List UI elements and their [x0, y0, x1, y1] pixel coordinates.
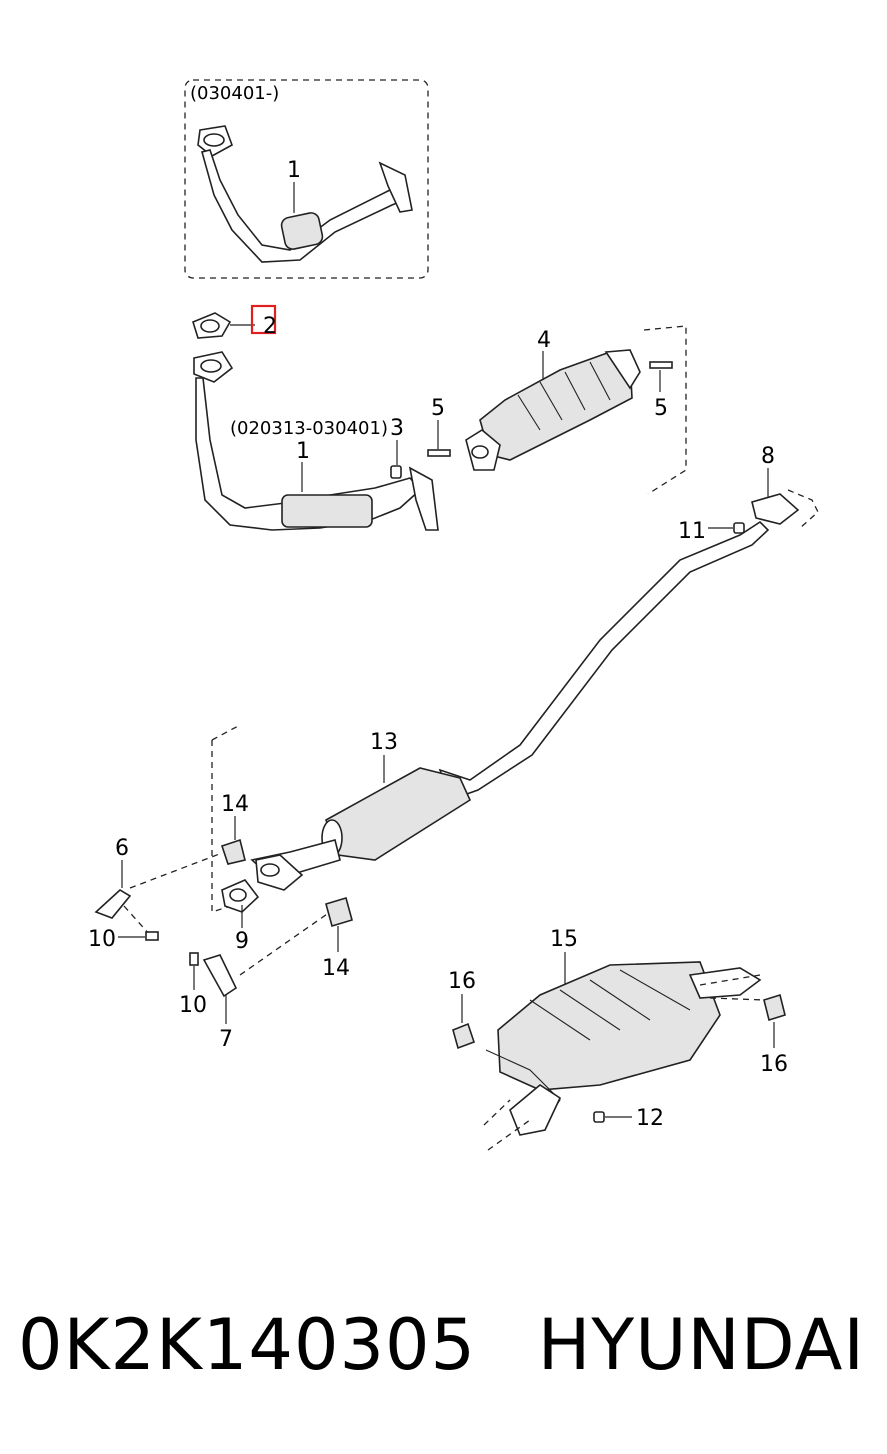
stud-bolt [427, 449, 451, 457]
nut [390, 465, 402, 479]
hangers-and-brackets [94, 816, 353, 1024]
callout-6: 6 [115, 836, 129, 861]
bolt-rear [189, 952, 199, 966]
callout-1-middle: 1 [296, 439, 310, 464]
callout-7: 7 [219, 1027, 233, 1052]
center-muffler [325, 767, 472, 861]
middle-front-pipe [195, 377, 422, 531]
variant-label-top: (030401-) [190, 83, 279, 104]
rubber-hanger-upper [220, 838, 246, 865]
bracket-front [94, 889, 132, 919]
rubber-hanger-rear-right [763, 993, 786, 1022]
callout-5-left: 5 [431, 396, 445, 421]
bolt-rear-muffler [593, 1111, 605, 1123]
callout-10-rear: 10 [179, 993, 207, 1018]
callout-1-top: 1 [287, 158, 301, 183]
callout-14-lower: 14 [322, 956, 350, 981]
callout-labels: 1 2 1 3 4 5 5 8 11 13 14 6 10 9 14 10 7 … [88, 158, 788, 1131]
callout-15: 15 [550, 927, 578, 952]
callout-2: 2 [263, 314, 277, 339]
callout-13: 13 [370, 730, 398, 755]
rear-muffler [497, 961, 721, 1091]
front-pipe-variant-box-top: (030401-) [184, 79, 429, 279]
stud-bolt-right [649, 361, 673, 369]
callout-14-upper: 14 [221, 792, 249, 817]
bolt-front [145, 931, 159, 941]
callout-10-front: 10 [88, 927, 116, 952]
rubber-hanger-rear-left [452, 1022, 476, 1050]
brand-name: HYUNDAI [537, 1304, 865, 1386]
flange-gasket [751, 493, 800, 525]
catalytic-converter [465, 325, 687, 495]
rubber-hanger-lower [325, 896, 353, 928]
footer: 0K2K140305 HYUNDAI [0, 1300, 887, 1400]
callout-5-right: 5 [654, 396, 668, 421]
callout-8: 8 [761, 444, 775, 469]
rear-muffler-assembly [452, 952, 786, 1151]
bolt [733, 522, 745, 534]
bracket-rear [202, 954, 238, 998]
callout-11: 11 [678, 519, 706, 544]
front-pipe-variant-middle: (020313-030401) [192, 304, 451, 531]
callout-16-right: 16 [760, 1052, 788, 1077]
center-pipe-muffler [211, 468, 819, 913]
callout-12: 12 [636, 1106, 664, 1131]
variant-label-middle: (020313-030401) [230, 418, 388, 439]
exhaust-system-diagram: (030401-) (020313-030401) [88, 79, 819, 1151]
part-number: 0K2K140305 [18, 1304, 477, 1386]
callout-9: 9 [235, 929, 249, 954]
callout-4: 4 [537, 328, 551, 353]
callout-3: 3 [390, 416, 404, 441]
highlighted-part-marker [250, 304, 277, 335]
callout-16-left: 16 [448, 969, 476, 994]
